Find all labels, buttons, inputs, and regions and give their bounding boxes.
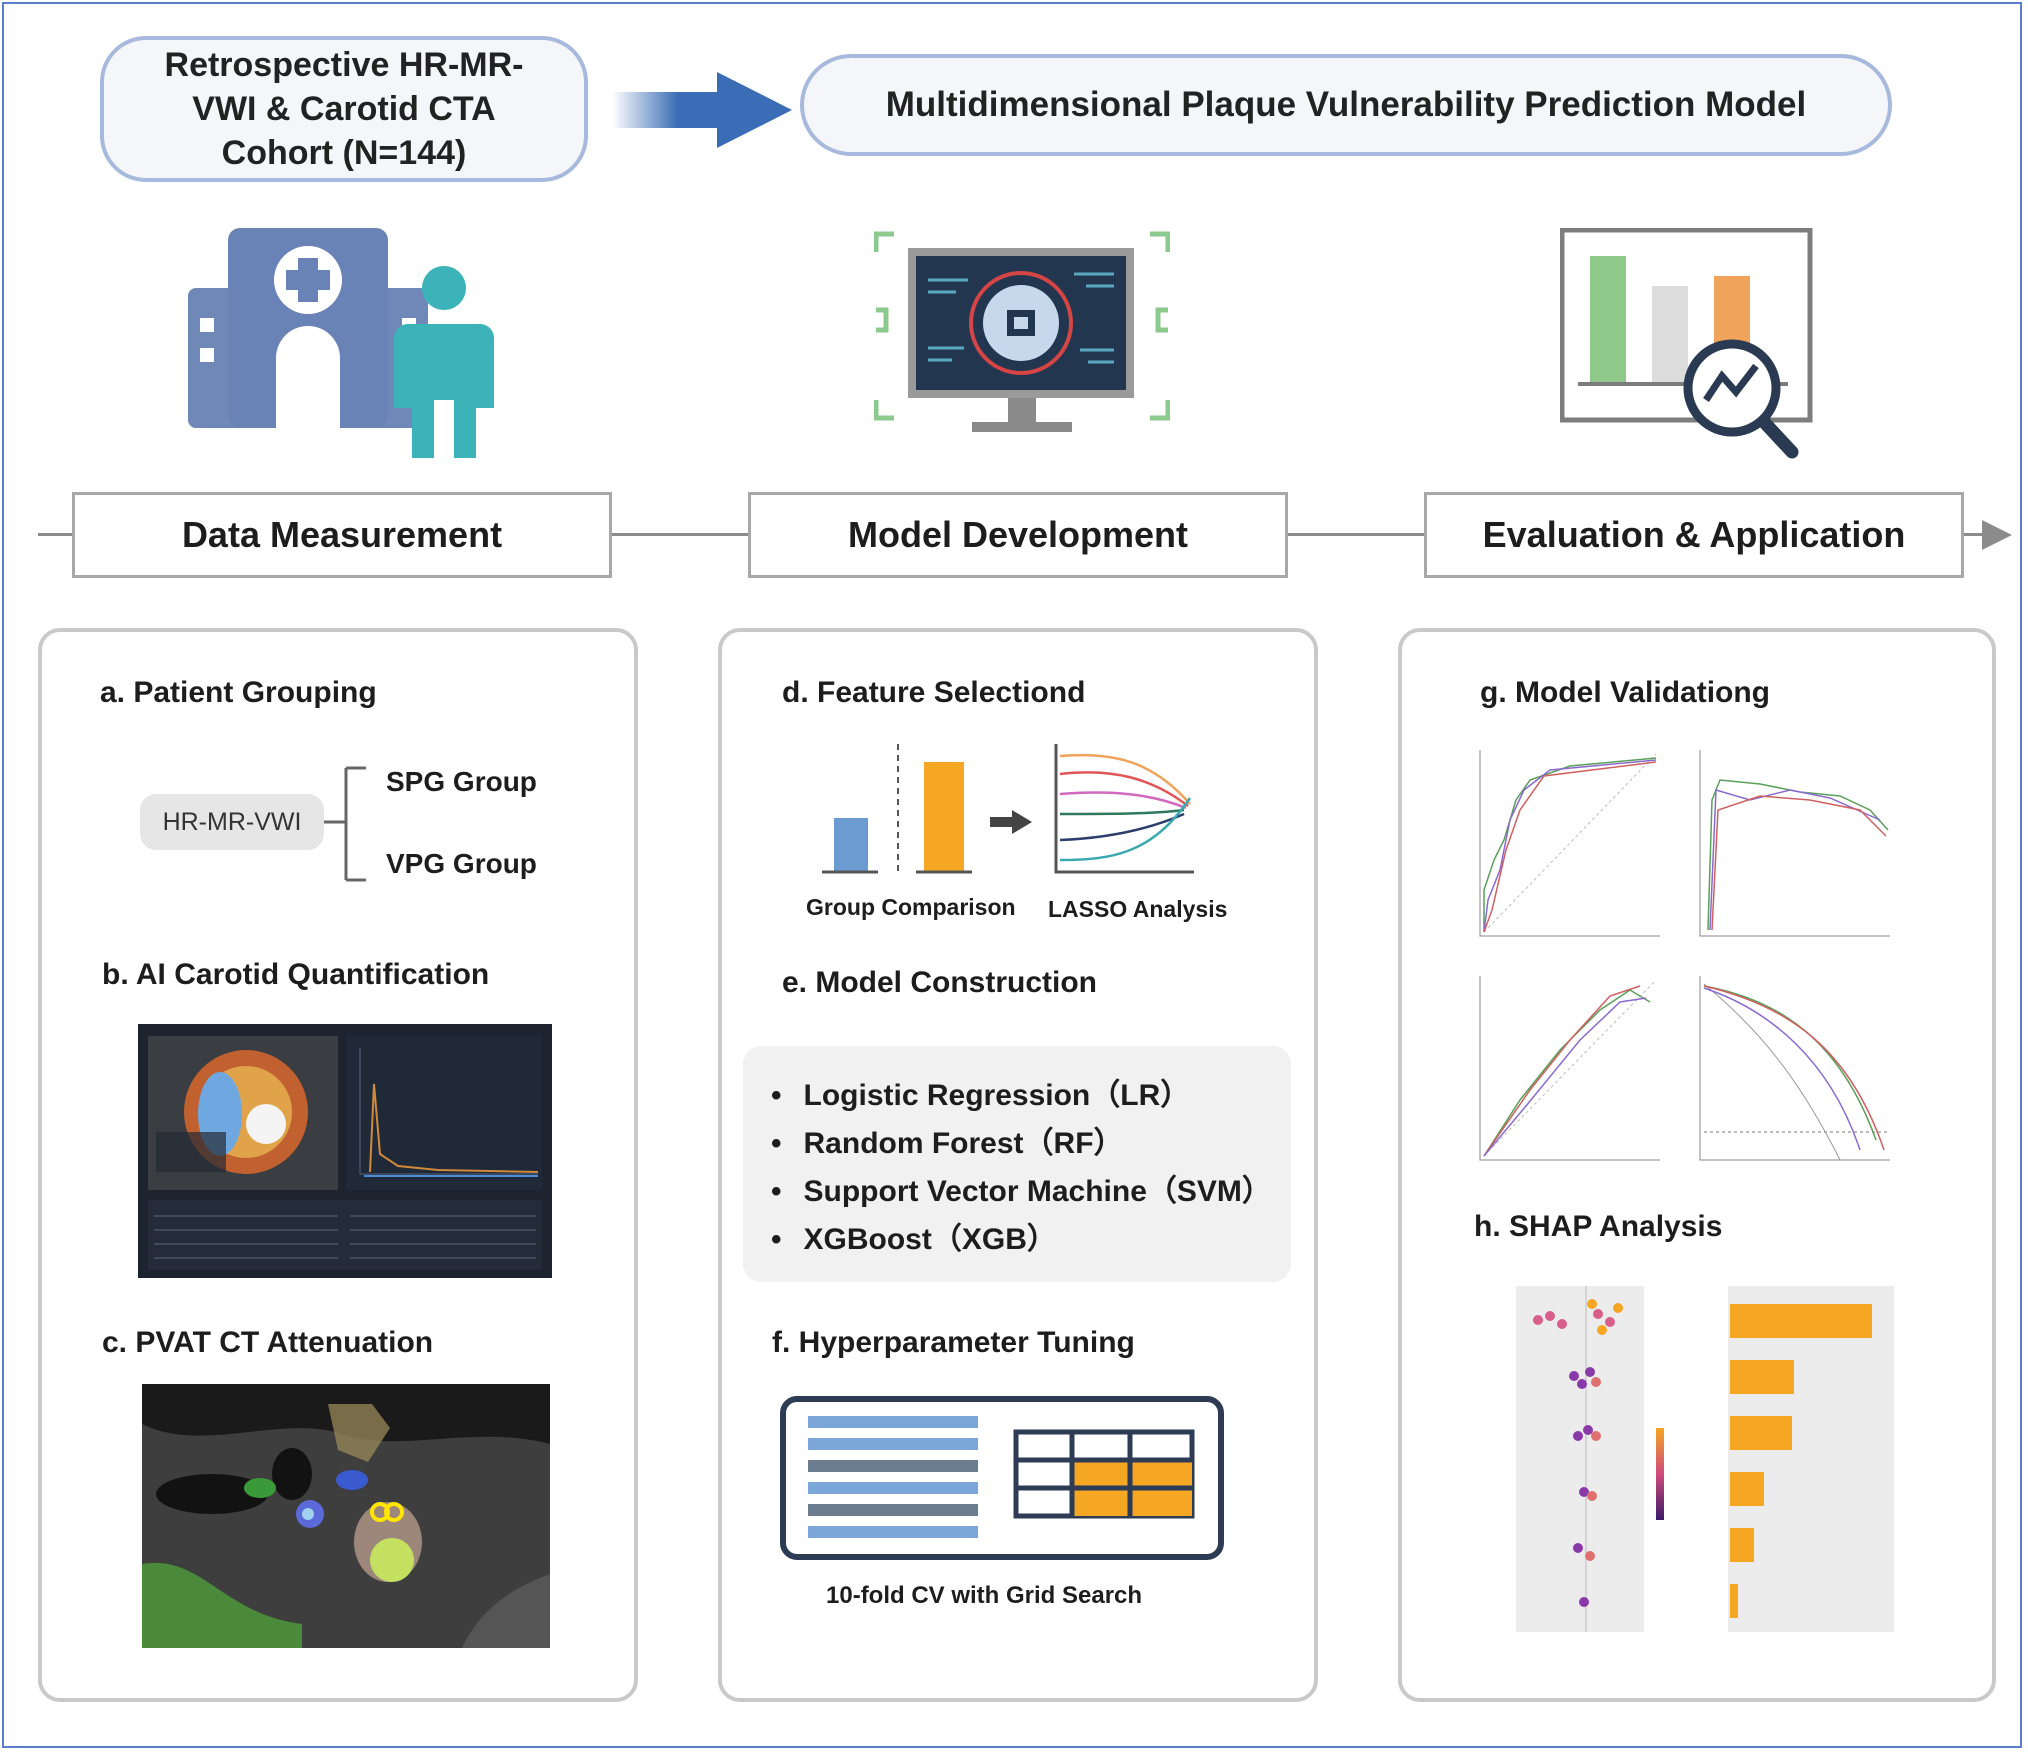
stage-connector (1288, 533, 1424, 536)
section-title-model-construction: e. Model Construction (782, 966, 1097, 999)
lasso-chart (1054, 744, 1194, 874)
model-list: Logistic Regression（LR） Random Forest（RF… (743, 1046, 1291, 1282)
pvat-ct-image (142, 1384, 550, 1648)
shap-beeswarm-plot (1516, 1286, 1644, 1632)
section-title-shap: h. SHAP Analysis (1474, 1210, 1723, 1243)
shap-importance-bar-chart (1728, 1286, 1894, 1632)
label-lasso: LASSO Analysis (1048, 896, 1228, 922)
model-item: Logistic Regression（LR） (771, 1070, 1191, 1114)
shap-colorbar (1656, 1428, 1664, 1520)
group-spg: SPG Group (386, 766, 537, 797)
validation-curves-grid (1460, 740, 1900, 1172)
model-item: Support Vector Machine（SVM） (771, 1166, 1272, 1210)
monitor-brain-icon (874, 231, 1170, 432)
label-group-comparison: Group Comparison (806, 894, 1016, 920)
stage-model-development: Model Development (748, 492, 1288, 578)
grouping-root: HR-MR-VWI (140, 794, 324, 850)
model-item: XGBoost（XGB） (771, 1214, 1057, 1258)
grouping-bracket (324, 766, 366, 882)
ai-quantification-screenshot (138, 1024, 552, 1278)
section-title-pvat: c. PVAT CT Attenuation (102, 1326, 434, 1359)
group-comparison-chart (822, 744, 972, 874)
model-item: Random Forest（RF） (771, 1118, 1124, 1162)
stage-evaluation-application: Evaluation & Application (1424, 492, 1964, 578)
arrow-right-icon (1982, 520, 2012, 550)
group-vpg: VPG Group (386, 848, 537, 879)
stage-connector (38, 533, 74, 536)
section-title-feature-selection: d. Feature Selectiond (782, 676, 1086, 709)
stage-data-measurement: Data Measurement (72, 492, 612, 578)
bar-chart-magnifier-icon (1560, 228, 1813, 459)
section-title-model-validation: g. Model Validationg (1480, 676, 1771, 709)
hospital-icon (188, 228, 428, 428)
section-title-patient-grouping: a. Patient Grouping (100, 676, 377, 709)
grid-search-icon (780, 1396, 1224, 1560)
label-cv: 10-fold CV with Grid Search (826, 1582, 1143, 1609)
model-title-box: Multidimensional Plaque Vulnerability Pr… (800, 54, 1892, 156)
section-title-ai-quantification: b. AI Carotid Quantification (102, 958, 490, 991)
stage-connector (1964, 533, 1986, 536)
patient-icon (394, 266, 494, 458)
flow-arrow-icon (612, 72, 792, 148)
cohort-box: Retrospective HR-MR-VWI & Carotid CTA Co… (100, 36, 588, 182)
arrow-icon (990, 810, 1032, 834)
section-title-hyperparameter: f. Hyperparameter Tuning (772, 1326, 1135, 1359)
stage-connector (612, 533, 748, 536)
